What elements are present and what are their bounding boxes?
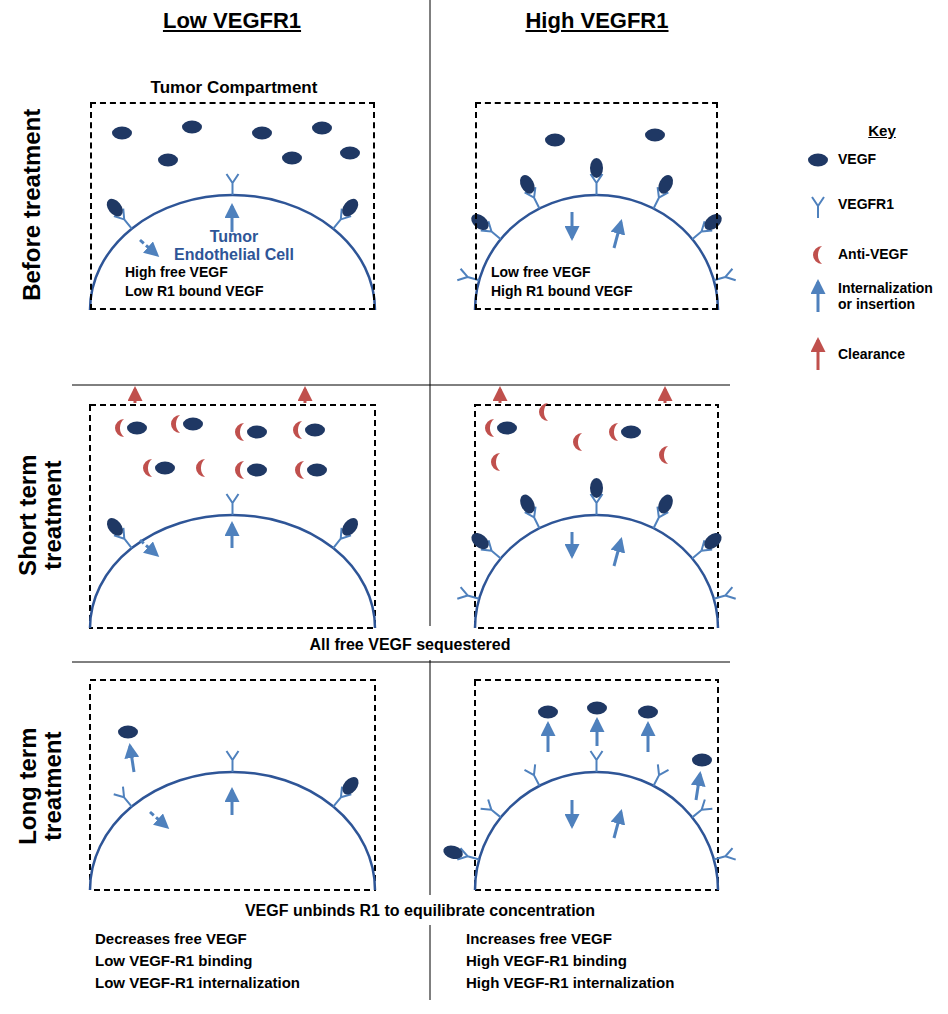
compartment-box: Tumor CompartmentTumor Endothelial CellH… bbox=[90, 102, 375, 310]
row-header: Long term treatment bbox=[15, 720, 65, 852]
legend-text: VEGF bbox=[838, 151, 876, 167]
outcome-note: High VEGF-R1 internalization bbox=[466, 974, 674, 991]
legend-text: Anti-VEGF bbox=[838, 246, 908, 262]
state-note: Low free VEGF bbox=[491, 264, 591, 280]
divider-lines bbox=[72, 0, 730, 1000]
state-note: Low R1 bound VEGF bbox=[125, 283, 263, 299]
outcome-note: Low VEGF-R1 internalization bbox=[95, 974, 300, 991]
outcome-note: Increases free VEGF bbox=[466, 930, 612, 947]
outcome-note: Decreases free VEGF bbox=[95, 930, 247, 947]
legend-text: Internalization or insertion bbox=[838, 280, 944, 312]
cell-label: Tumor Endothelial Cell bbox=[167, 228, 302, 265]
compartment-heading: Tumor Compartment bbox=[151, 78, 318, 98]
row-note: All free VEGF sequestered bbox=[310, 636, 511, 654]
state-note: High free VEGF bbox=[125, 264, 228, 280]
row-note: VEGF unbinds R1 to equilibrate concentra… bbox=[245, 902, 595, 920]
row-header: Before treatment bbox=[18, 109, 46, 301]
legend-text: VEGFR1 bbox=[838, 196, 894, 212]
legend-text: Clearance bbox=[838, 346, 905, 362]
column-header: Low VEGFR1 bbox=[163, 8, 301, 33]
column-header: High VEGFR1 bbox=[525, 8, 668, 33]
outcome-note: Low VEGF-R1 binding bbox=[95, 952, 253, 969]
compartment-box: Low free VEGF High R1 bound VEGF bbox=[475, 102, 718, 310]
state-note: High R1 bound VEGF bbox=[491, 283, 633, 299]
outcome-note: High VEGF-R1 binding bbox=[466, 952, 627, 969]
row-header: Short term treatment bbox=[15, 449, 65, 581]
key-title: Key bbox=[868, 122, 896, 139]
